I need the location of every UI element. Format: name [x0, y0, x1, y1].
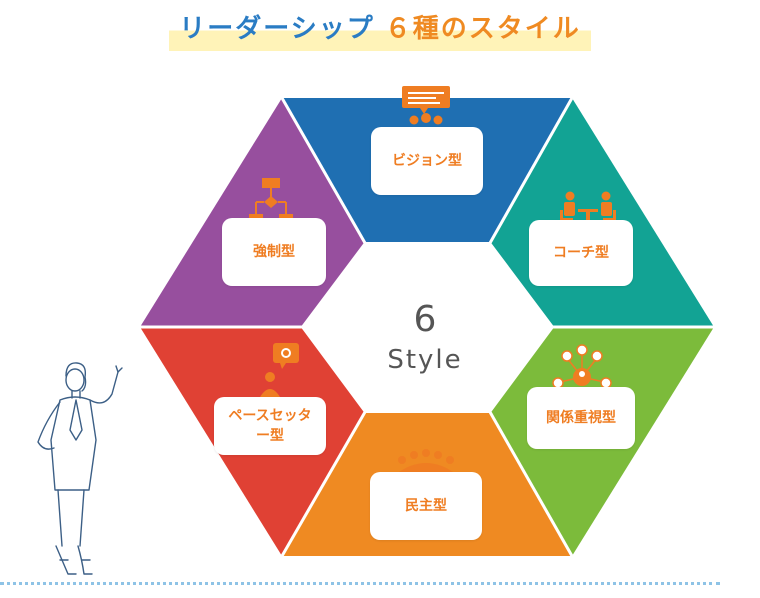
segment-label-democratic: 民主型	[370, 472, 482, 540]
center-number: 6	[413, 299, 437, 340]
network-people-icon	[552, 344, 612, 389]
segment-label-relation: 関係重視型	[527, 387, 635, 449]
center-word: Style	[387, 345, 463, 375]
title-part-six-styles: ６種のスタイル	[384, 14, 581, 44]
segment-dividers	[140, 97, 714, 557]
title-part-leadership: リーダーシップ	[179, 14, 375, 44]
meeting-circle-icon	[396, 449, 456, 474]
ground-dotted-line	[0, 582, 720, 585]
person-idea-icon	[260, 343, 299, 397]
segment-label-coach: コーチ型	[529, 220, 633, 286]
segment-label-pacesetter: ペースセッター型	[214, 397, 326, 455]
title-highlight: リーダーシップ ６種のスタイル	[169, 6, 591, 51]
two-people-table-icon	[560, 191, 616, 226]
businesswoman-illustration	[37, 362, 123, 575]
page-title: リーダーシップ ６種のスタイル	[0, 6, 760, 51]
center-hexagon	[300, 242, 555, 413]
segment-label-vision: ビジョン型	[371, 127, 483, 195]
segment-label-coercive: 強制型	[222, 218, 326, 286]
